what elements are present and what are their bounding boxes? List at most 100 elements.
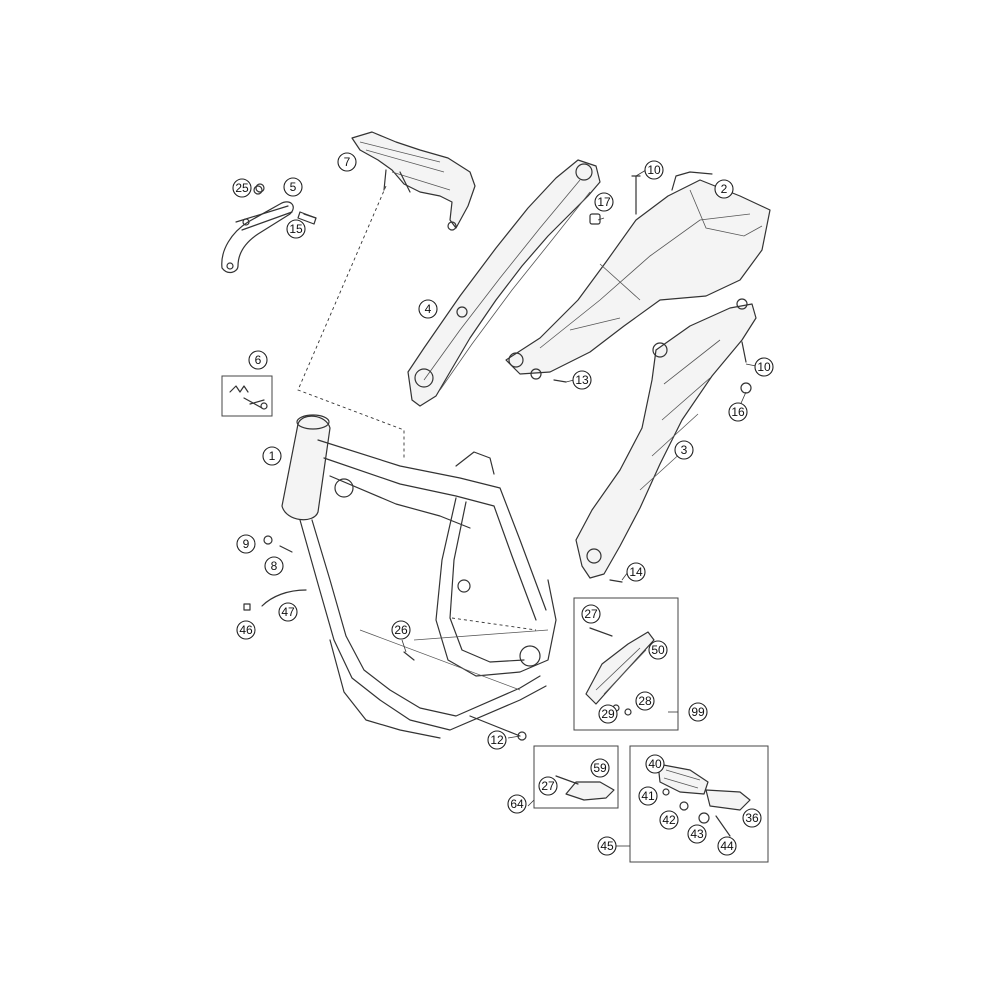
group-box-99: [573, 597, 679, 731]
callout-42: 42: [659, 810, 679, 830]
svg-text:27: 27: [541, 779, 555, 793]
svg-text:10: 10: [757, 360, 771, 374]
callout-4: 4: [418, 299, 438, 319]
callout-9: 9: [236, 534, 256, 554]
group-box-64: [533, 745, 619, 809]
hardware-nut-17: [589, 213, 601, 225]
callout-8: 8: [264, 556, 284, 576]
svg-text:28: 28: [638, 694, 652, 708]
callout-47: 47: [278, 602, 298, 622]
callout-27-guide: 27: [581, 604, 601, 624]
part-chain-slider: [555, 775, 615, 801]
callout-1: 1: [262, 446, 282, 466]
part-spring-kit: [229, 385, 268, 410]
callout-50: 50: [648, 640, 668, 660]
hardware-hose-47: [261, 589, 307, 607]
hardware-bolt-14: [609, 579, 623, 583]
svg-text:13: 13: [575, 373, 589, 387]
group-box-45: [629, 745, 769, 863]
callout-27-slider: 27: [538, 776, 558, 796]
svg-text:59: 59: [593, 761, 607, 775]
hardware-bolt-10-top: [631, 175, 641, 215]
hardware-bolt-10-right: [741, 341, 747, 363]
svg-text:46: 46: [239, 623, 253, 637]
callout-59: 59: [590, 758, 610, 778]
svg-text:17: 17: [597, 195, 611, 209]
svg-text:41: 41: [641, 789, 655, 803]
callout-29: 29: [598, 704, 618, 724]
assembly-dashed-line-2: [451, 617, 537, 631]
svg-text:2: 2: [721, 182, 728, 196]
svg-text:15: 15: [289, 222, 303, 236]
callout-3: 3: [674, 440, 694, 460]
svg-text:7: 7: [344, 155, 351, 169]
part-footpeg-kit: [657, 763, 751, 837]
svg-text:14: 14: [629, 565, 643, 579]
svg-text:3: 3: [681, 443, 688, 457]
callout-14: 14: [626, 562, 646, 582]
callout-2: 2: [714, 179, 734, 199]
part-chain-guide: [585, 627, 655, 716]
svg-text:1: 1: [269, 449, 276, 463]
svg-text:47: 47: [281, 605, 295, 619]
hardware-bolt-13: [553, 379, 567, 383]
callout-16: 16: [728, 402, 748, 422]
callout-28: 28: [635, 691, 655, 711]
callout-15: 15: [286, 219, 306, 239]
callout-45: 45: [597, 836, 617, 856]
svg-text:42: 42: [662, 813, 676, 827]
svg-text:12: 12: [490, 733, 504, 747]
callout-7: 7: [337, 152, 357, 172]
svg-text:26: 26: [394, 623, 408, 637]
callout-13: 13: [572, 370, 592, 390]
svg-text:10: 10: [647, 163, 661, 177]
assembly-dashed-line: [297, 185, 405, 458]
group-box-6: [221, 375, 273, 417]
svg-text:4: 4: [425, 302, 432, 316]
svg-text:8: 8: [271, 559, 278, 573]
svg-text:9: 9: [243, 537, 250, 551]
callout-36: 36: [742, 808, 762, 828]
callout-40: 40: [645, 754, 665, 774]
hardware-grommet-16: [740, 382, 752, 394]
svg-text:99: 99: [691, 705, 705, 719]
part-subframe-right-rail: [575, 298, 757, 579]
callout-64: 64: [507, 794, 527, 814]
callout-12: 12: [487, 730, 507, 750]
hardware-clip-46: [243, 603, 251, 611]
callout-99: 99: [688, 702, 708, 722]
hardware-nut-25: [255, 183, 265, 193]
svg-text:64: 64: [510, 797, 524, 811]
part-subframe-left-rail: [407, 159, 601, 407]
callout-41: 41: [638, 786, 658, 806]
callout-25: 25: [232, 178, 252, 198]
svg-text:40: 40: [648, 757, 662, 771]
svg-text:25: 25: [235, 181, 249, 195]
svg-text:45: 45: [600, 839, 614, 853]
hardware-bolt-15: [303, 213, 317, 219]
callout-10-right: 10: [754, 357, 774, 377]
svg-text:44: 44: [720, 839, 734, 853]
callout-44: 44: [717, 836, 737, 856]
callout-17: 17: [594, 192, 614, 212]
callout-43: 43: [687, 824, 707, 844]
svg-text:16: 16: [731, 405, 745, 419]
callout-10-top: 10: [644, 160, 664, 180]
svg-text:6: 6: [255, 353, 262, 367]
hardware-nut-9: [263, 535, 273, 545]
svg-text:43: 43: [690, 827, 704, 841]
callout-46: 46: [236, 620, 256, 640]
part-main-frame: [281, 414, 557, 739]
svg-text:36: 36: [745, 811, 759, 825]
callout-26: 26: [391, 620, 411, 640]
svg-text:5: 5: [290, 180, 297, 194]
svg-text:50: 50: [651, 643, 665, 657]
callout-6: 6: [248, 350, 268, 370]
callout-5: 5: [283, 177, 303, 197]
part-number-plate-bracket: [351, 131, 476, 231]
svg-text:29: 29: [601, 707, 615, 721]
svg-text:27: 27: [584, 607, 598, 621]
part-rear-subframe-airbox: [505, 171, 771, 380]
hardware-bolt-8: [279, 545, 293, 553]
